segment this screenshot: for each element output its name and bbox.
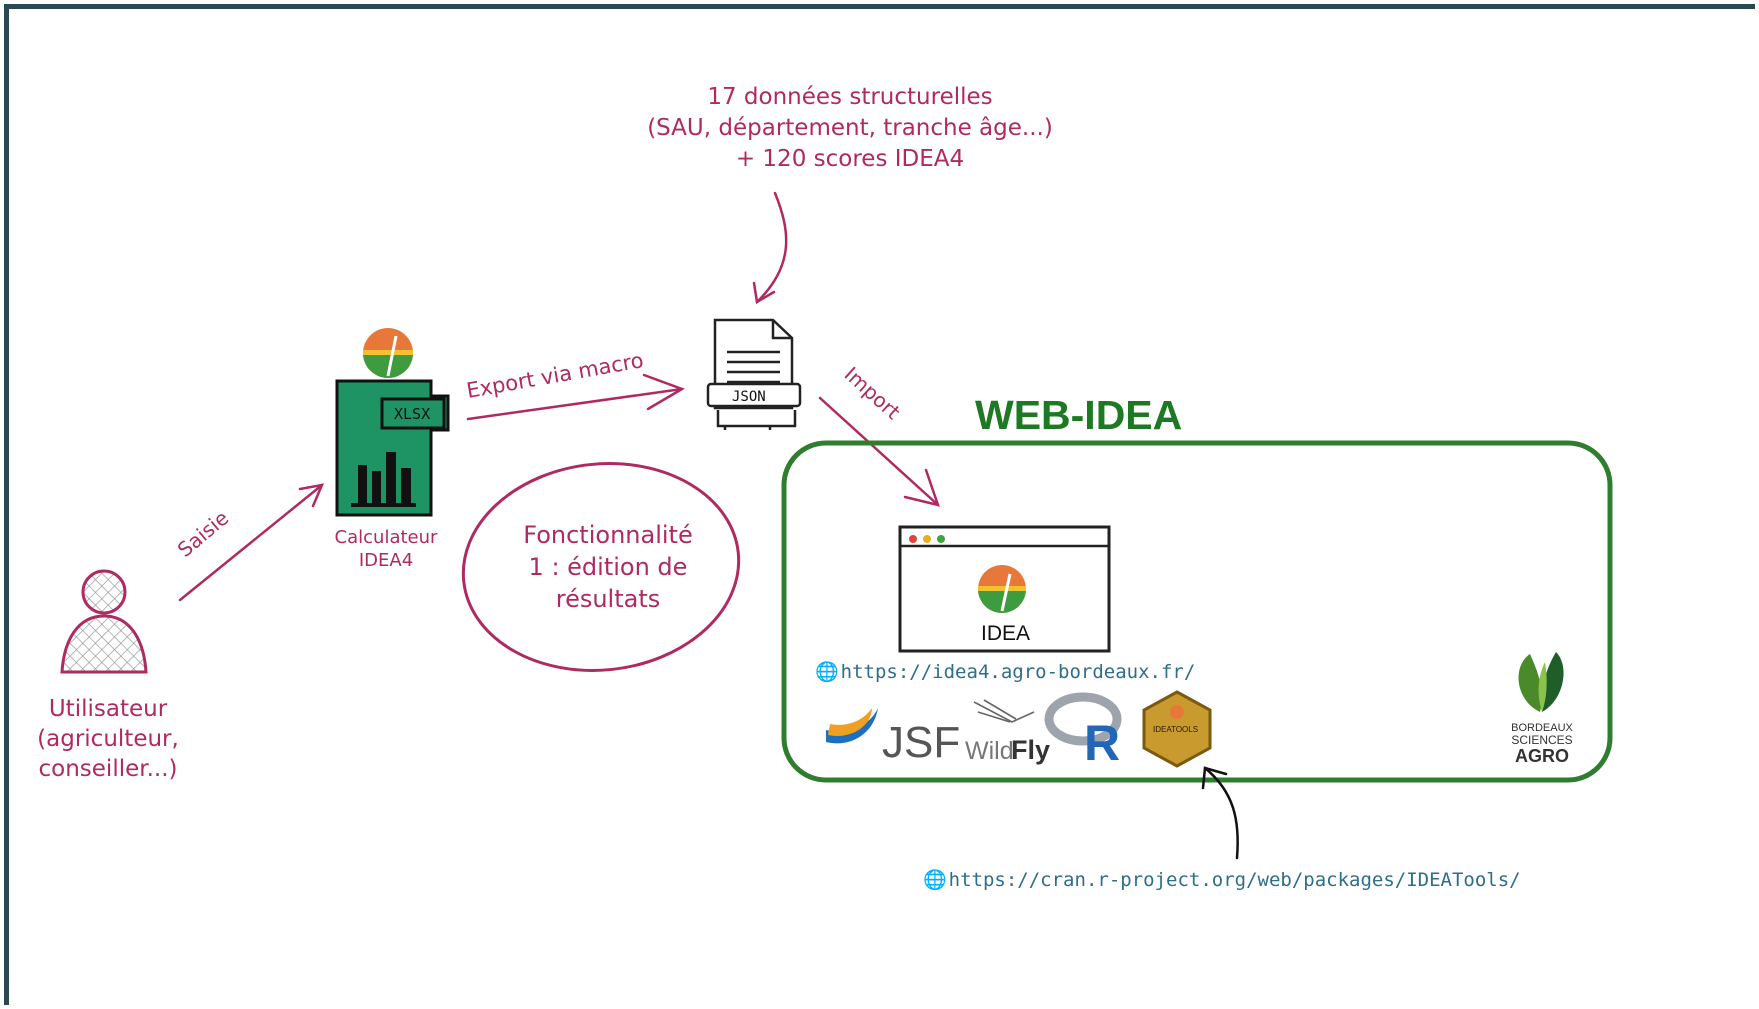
- bsa-text-3: AGRO: [1515, 746, 1569, 766]
- saisie-label: Saisie: [173, 506, 233, 562]
- saisie-arrow: [178, 483, 325, 602]
- webidea-url-text[interactable]: https://idea4.agro-bordeaux.fr/: [840, 661, 1196, 683]
- json-info-line-3: + 120 scores IDEA4: [735, 146, 965, 172]
- webidea-title: WEB-IDEA: [975, 392, 1183, 438]
- window-maximize-dot: [937, 535, 945, 543]
- user-label: Utilisateur (agriculteur, conseiller...): [18, 694, 198, 784]
- outer-frame: [4, 4, 1755, 1005]
- r-logo-text: R: [1084, 715, 1120, 771]
- jsf-logo: [826, 708, 878, 744]
- cran-url-link[interactable]: 🌐https://cran.r-project.org/web/packages…: [923, 868, 1521, 891]
- feature-label-line-2: 1 : édition de: [528, 553, 688, 581]
- export-arrow: [466, 373, 685, 421]
- cran-url-text[interactable]: https://cran.r-project.org/web/packages/…: [948, 869, 1521, 891]
- window-minimize-dot: [923, 535, 931, 543]
- calculator-label-line-1: Calculateur: [334, 527, 438, 548]
- globe-icon: 🌐: [923, 869, 947, 891]
- json-badge-label: JSON: [732, 389, 766, 405]
- user-label-line-2: (agriculteur,: [37, 726, 179, 752]
- browser-window: [898, 525, 1111, 653]
- bsa-text-2: SCIENCES: [1511, 733, 1572, 747]
- calculator-label: Calculateur IDEA4: [316, 526, 456, 572]
- feature-bubble: [461, 462, 741, 672]
- bsa-leaf-logo: [1518, 652, 1564, 712]
- data-arrow: [752, 191, 788, 305]
- ideatools-hex-logo: [1142, 690, 1212, 768]
- feature-label: Fonctionnalité 1 : édition de résultats: [488, 519, 728, 615]
- window-close-dot: [909, 535, 917, 543]
- feature-label-line-3: résultats: [555, 585, 661, 613]
- wildfly-logo-text-b: Fly: [1011, 735, 1050, 765]
- user-label-line-1: Utilisateur: [48, 696, 168, 722]
- json-info-line-2: (SAU, département, tranche âge...): [647, 115, 1053, 141]
- webidea-container: [781, 440, 1613, 783]
- globe-icon: 🌐: [815, 661, 839, 683]
- json-file-icon: [706, 318, 802, 430]
- xlsx-file-icon: [335, 379, 450, 517]
- feature-label-line-1: Fonctionnalité: [523, 521, 693, 549]
- ideatools-logo-text: IDEATOOLS: [1153, 725, 1198, 734]
- import-label: Import: [840, 362, 906, 424]
- wildfly-logo-text-a: Wild: [965, 737, 1014, 765]
- webidea-url-link[interactable]: 🌐https://idea4.agro-bordeaux.fr/: [815, 660, 1195, 683]
- export-label: Export via macro: [465, 348, 646, 403]
- cran-arrow: [1201, 766, 1239, 860]
- jsf-logo-text: JSF: [882, 718, 960, 767]
- user-icon: [60, 569, 148, 674]
- idea-logo-icon: [363, 328, 413, 378]
- idea-window-label: IDEA: [981, 622, 1030, 645]
- r-logo: [1044, 692, 1122, 746]
- json-info-line-1: 17 données structurelles: [707, 84, 993, 110]
- calculator-label-line-2: IDEA4: [358, 550, 414, 571]
- user-label-line-3: conseiller...): [38, 756, 178, 782]
- json-info-text: 17 données structurelles (SAU, départeme…: [560, 82, 1140, 175]
- xlsx-badge-label: XLSX: [394, 405, 430, 423]
- import-arrow: [818, 396, 940, 507]
- bsa-text-1: BORDEAUX: [1511, 722, 1573, 734]
- wildfly-logo: [973, 699, 1035, 723]
